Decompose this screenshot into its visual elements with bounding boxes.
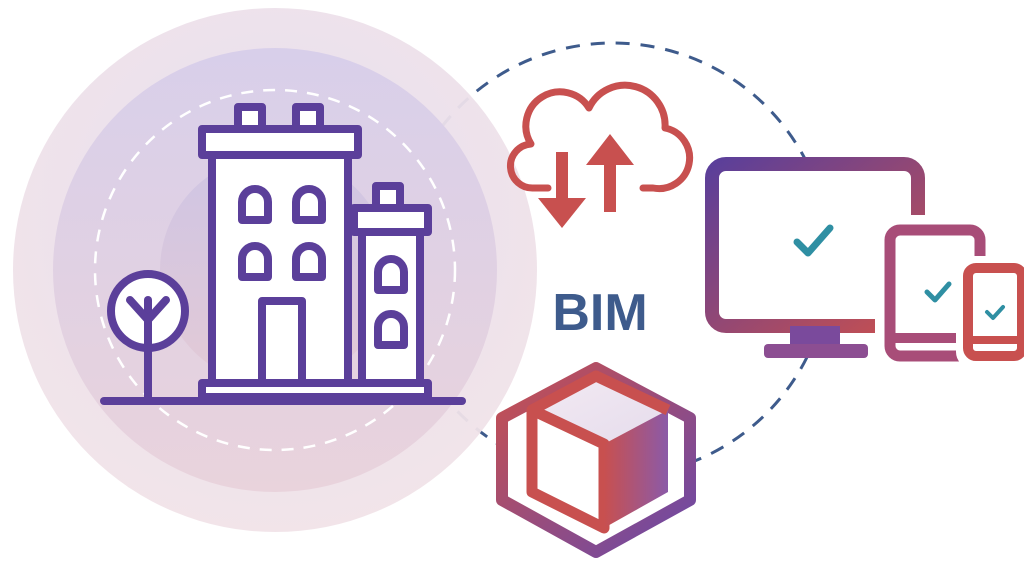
tree-icon <box>107 270 189 403</box>
bim-cube-icon <box>496 362 696 558</box>
building-icon <box>198 103 432 401</box>
checkmark-icon <box>793 224 834 257</box>
phone-checkmark-icon <box>985 305 1005 320</box>
bim-label: BIM <box>552 284 647 342</box>
upload-arrow-icon <box>586 134 634 212</box>
cloud-sync-icon <box>507 81 694 193</box>
tablet-checkmark-icon <box>924 281 952 303</box>
download-arrow-icon <box>538 152 586 228</box>
phone-icon <box>956 256 1024 368</box>
